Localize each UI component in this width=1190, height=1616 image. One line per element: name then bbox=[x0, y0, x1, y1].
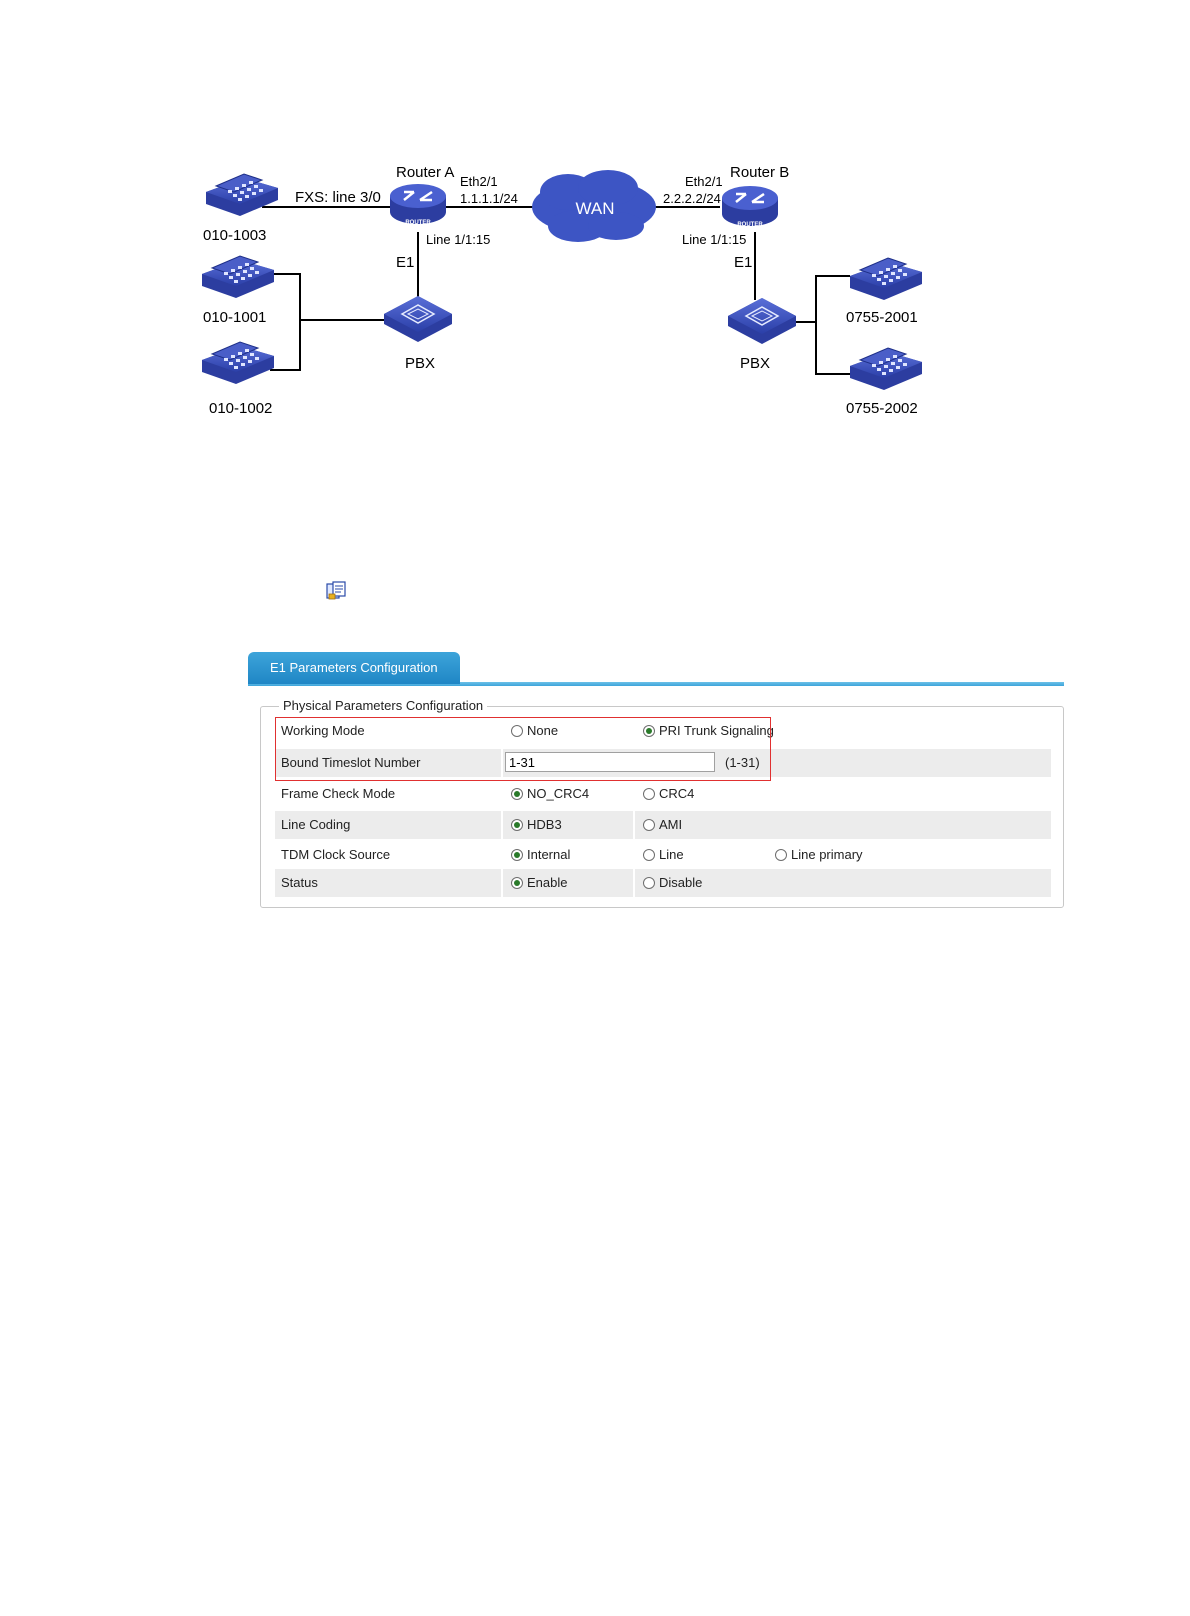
line-coding-label: Line Coding bbox=[281, 817, 351, 832]
bound-timeslot-label: Bound Timeslot Number bbox=[281, 755, 421, 770]
tdm-clock-internal-radio[interactable]: Internal bbox=[511, 841, 570, 869]
radio-unchecked-icon bbox=[643, 788, 655, 800]
router-a-eth-label: Eth2/1 bbox=[460, 174, 498, 189]
router-b-label: Router B bbox=[730, 164, 789, 181]
tdm-clock-row: TDM Clock Source Internal Line Line prim… bbox=[275, 841, 1051, 869]
router-a-line-label: Line 1/1:15 bbox=[426, 232, 490, 247]
frame-check-label: Frame Check Mode bbox=[281, 786, 396, 801]
phone-010-1003-icon bbox=[205, 173, 279, 217]
phone-0755-2002-label: 0755-2002 bbox=[846, 400, 918, 417]
radio-unchecked-icon bbox=[643, 819, 655, 831]
frame-check-row: Frame Check Mode NO_CRC4 CRC4 bbox=[275, 780, 1051, 808]
pbx-a-icon bbox=[383, 295, 453, 343]
network-topology-diagram: WAN ROUTER ROUTER Router A Router B Eth2… bbox=[201, 164, 923, 417]
phone-010-1002-label: 010-1002 bbox=[209, 400, 272, 417]
bound-timeslot-input[interactable] bbox=[505, 752, 715, 772]
router-b-ip-label: 2.2.2.2/24 bbox=[663, 191, 721, 206]
pbx-b-icon bbox=[727, 297, 797, 345]
pbx-b-label: PBX bbox=[740, 355, 770, 372]
radio-checked-icon bbox=[643, 725, 655, 737]
wan-label: WAN bbox=[575, 199, 614, 218]
router-b-badge: ROUTER bbox=[737, 222, 763, 228]
phone-010-1002-icon bbox=[201, 341, 275, 385]
status-disable-radio[interactable]: Disable bbox=[643, 869, 702, 897]
phone-010-1001-label: 010-1001 bbox=[203, 309, 266, 326]
radio-unchecked-icon bbox=[643, 849, 655, 861]
e1-b-label: E1 bbox=[734, 254, 752, 271]
status-enable-radio[interactable]: Enable bbox=[511, 869, 567, 897]
tdm-clock-label: TDM Clock Source bbox=[281, 847, 391, 862]
line-coding-row: Line Coding HDB3 AMI bbox=[275, 811, 1051, 839]
frame-check-no-crc4-radio[interactable]: NO_CRC4 bbox=[511, 780, 589, 808]
radio-checked-icon bbox=[511, 849, 523, 861]
fieldset-legend: Physical Parameters Configuration bbox=[279, 698, 488, 713]
line-coding-ami-radio[interactable]: AMI bbox=[643, 811, 682, 839]
radio-checked-icon bbox=[511, 788, 523, 800]
router-a-ip-label: 1.1.1.1/24 bbox=[460, 191, 518, 206]
phone-0755-2001-label: 0755-2001 bbox=[846, 309, 918, 326]
router-a-badge: ROUTER bbox=[405, 220, 431, 226]
router-b-eth-label: Eth2/1 bbox=[685, 174, 723, 189]
e1-parameters-panel: E1 Parameters Configuration Physical Par… bbox=[248, 652, 1064, 908]
router-a-label: Router A bbox=[396, 164, 454, 181]
bound-timeslot-row: Bound Timeslot Number (1-31) bbox=[275, 749, 1051, 777]
working-mode-none-radio[interactable]: None bbox=[511, 717, 558, 745]
bound-timeslot-range: (1-31) bbox=[725, 755, 760, 770]
router-b-icon: ROUTER bbox=[722, 186, 778, 228]
connection-lines bbox=[262, 206, 850, 375]
router-b-line-label: Line 1/1:15 bbox=[682, 232, 746, 247]
tab-e1-parameters-configuration[interactable]: E1 Parameters Configuration bbox=[248, 652, 460, 684]
note-icon bbox=[326, 581, 346, 600]
radio-unchecked-icon bbox=[775, 849, 787, 861]
status-label: Status bbox=[281, 875, 318, 890]
e1-a-label: E1 bbox=[396, 254, 414, 271]
physical-parameters-fieldset: Physical Parameters Configuration Workin… bbox=[260, 698, 1064, 908]
phone-0755-2001-icon bbox=[849, 257, 923, 301]
tab-underline bbox=[248, 682, 1064, 686]
phone-010-1003-label: 010-1003 bbox=[203, 227, 266, 244]
router-a-icon: ROUTER bbox=[390, 184, 446, 226]
wan-cloud-icon: WAN bbox=[532, 170, 656, 242]
phone-0755-2002-icon bbox=[849, 347, 923, 391]
radio-checked-icon bbox=[511, 877, 523, 889]
fxs-label: FXS: line 3/0 bbox=[295, 189, 381, 206]
pbx-a-label: PBX bbox=[405, 355, 435, 372]
tdm-clock-line-radio[interactable]: Line bbox=[643, 841, 684, 869]
working-mode-pri-radio[interactable]: PRI Trunk Signaling bbox=[643, 717, 774, 745]
radio-checked-icon bbox=[511, 819, 523, 831]
radio-unchecked-icon bbox=[511, 725, 523, 737]
line-coding-hdb3-radio[interactable]: HDB3 bbox=[511, 811, 562, 839]
status-row: Status Enable Disable bbox=[275, 869, 1051, 897]
radio-unchecked-icon bbox=[643, 877, 655, 889]
tdm-clock-line-primary-radio[interactable]: Line primary bbox=[775, 841, 863, 869]
frame-check-crc4-radio[interactable]: CRC4 bbox=[643, 780, 694, 808]
working-mode-label: Working Mode bbox=[281, 723, 365, 738]
working-mode-row: Working Mode None PRI Trunk Signaling bbox=[275, 717, 1051, 745]
phone-010-1001-icon bbox=[201, 255, 275, 299]
